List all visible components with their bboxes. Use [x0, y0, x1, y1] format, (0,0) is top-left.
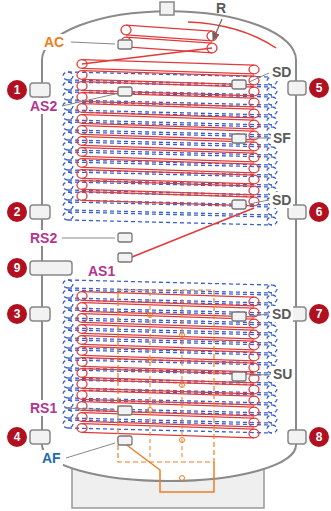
callout-circle: 2 — [7, 202, 27, 222]
callout-number: 3 — [7, 304, 27, 324]
part-label: SF — [271, 130, 293, 146]
part-label: AF — [40, 450, 63, 466]
top-nozzle — [160, 2, 174, 15]
part-label: SD — [270, 192, 293, 208]
callout-circle: 8 — [309, 427, 329, 447]
callout-number: 8 — [309, 427, 329, 447]
callout-circle: 7 — [309, 304, 329, 324]
callout-circle: 3 — [7, 304, 27, 324]
red-curve — [188, 22, 276, 48]
callout-circle: 9 — [7, 258, 27, 278]
tank-shell — [42, 11, 296, 481]
callout-circle: 6 — [309, 202, 329, 222]
part-label: SD — [270, 64, 293, 80]
part-label: SD — [270, 306, 293, 322]
sensor-pockets — [232, 80, 246, 381]
callout-number: 7 — [309, 304, 329, 324]
orange-pipe — [120, 440, 214, 492]
part-label: R — [214, 0, 228, 16]
callout-circle: 1 — [7, 80, 27, 100]
coils — [63, 25, 277, 438]
callout-circle: 4 — [7, 427, 27, 447]
part-label: AC — [42, 34, 66, 50]
leader-lines — [62, 42, 271, 458]
wall-pipes — [30, 81, 306, 444]
callout-number: 1 — [7, 80, 27, 100]
callout-number: 2 — [7, 202, 27, 222]
callout-number: 6 — [309, 202, 329, 222]
part-label: RS1 — [28, 400, 59, 416]
part-label: SU — [271, 366, 294, 382]
callout-circle: 5 — [309, 78, 329, 98]
coil-connections — [118, 40, 132, 445]
part-label: AS1 — [86, 263, 117, 279]
orange-insert — [118, 290, 214, 462]
part-label: AS2 — [28, 98, 59, 114]
callout-number: 4 — [7, 427, 27, 447]
callout-number: 5 — [309, 78, 329, 98]
callout-number: 9 — [7, 258, 27, 278]
part-label: RS2 — [28, 230, 59, 246]
